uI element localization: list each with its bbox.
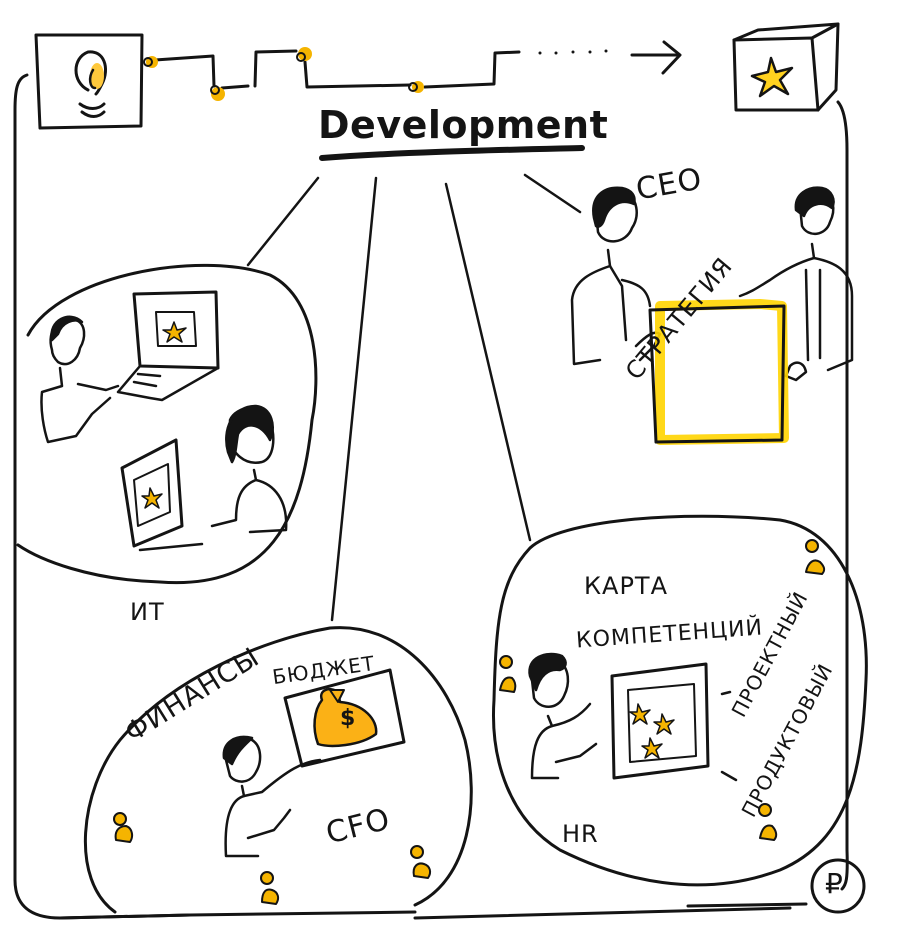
cfo-illustration — [222, 735, 322, 858]
roadmap-dots — [538, 49, 608, 55]
person-icon — [758, 803, 778, 841]
person-icon — [260, 871, 280, 905]
hr-presenter-illustration — [528, 652, 598, 780]
roadmap-path — [153, 49, 521, 90]
finance-bubble — [83, 626, 473, 914]
frame-bottom-right — [686, 902, 808, 908]
star-box-icon — [732, 22, 840, 112]
person-icon — [499, 655, 517, 693]
money-bag-symbol: $ — [340, 706, 357, 731]
arrow-right-icon — [630, 40, 682, 75]
person-icon — [805, 539, 826, 575]
title-underline — [319, 145, 585, 161]
ceo-illustration — [570, 186, 662, 366]
budget-board-illustration — [283, 668, 406, 768]
outer-frame — [13, 73, 849, 920]
ruble-logo-circle — [810, 858, 866, 914]
hr-label: HR — [562, 820, 599, 848]
ruble-logo-icon: ₽ — [825, 867, 844, 900]
lightbulb-icon — [34, 33, 144, 130]
hr-bubble — [492, 514, 868, 887]
person-icon — [410, 845, 432, 879]
connector-lines — [246, 173, 582, 622]
hr-title-line1: КАРТА — [584, 572, 669, 600]
it-developer-1-illustration — [40, 290, 220, 444]
it-label: ИТ — [130, 598, 165, 626]
competency-board-illustration — [610, 662, 738, 782]
it-developer-2-illustration — [120, 404, 288, 552]
people-icons-hr — [499, 539, 826, 841]
roadmap-nodes — [143, 47, 424, 101]
page-title: Development — [318, 103, 609, 147]
people-icons-finance — [113, 812, 432, 905]
strategy-board-illustration — [648, 299, 789, 445]
it-bubble — [16, 263, 318, 585]
finance-bubble-base — [58, 910, 417, 920]
person-icon — [113, 812, 134, 843]
partner-illustration — [738, 186, 854, 382]
